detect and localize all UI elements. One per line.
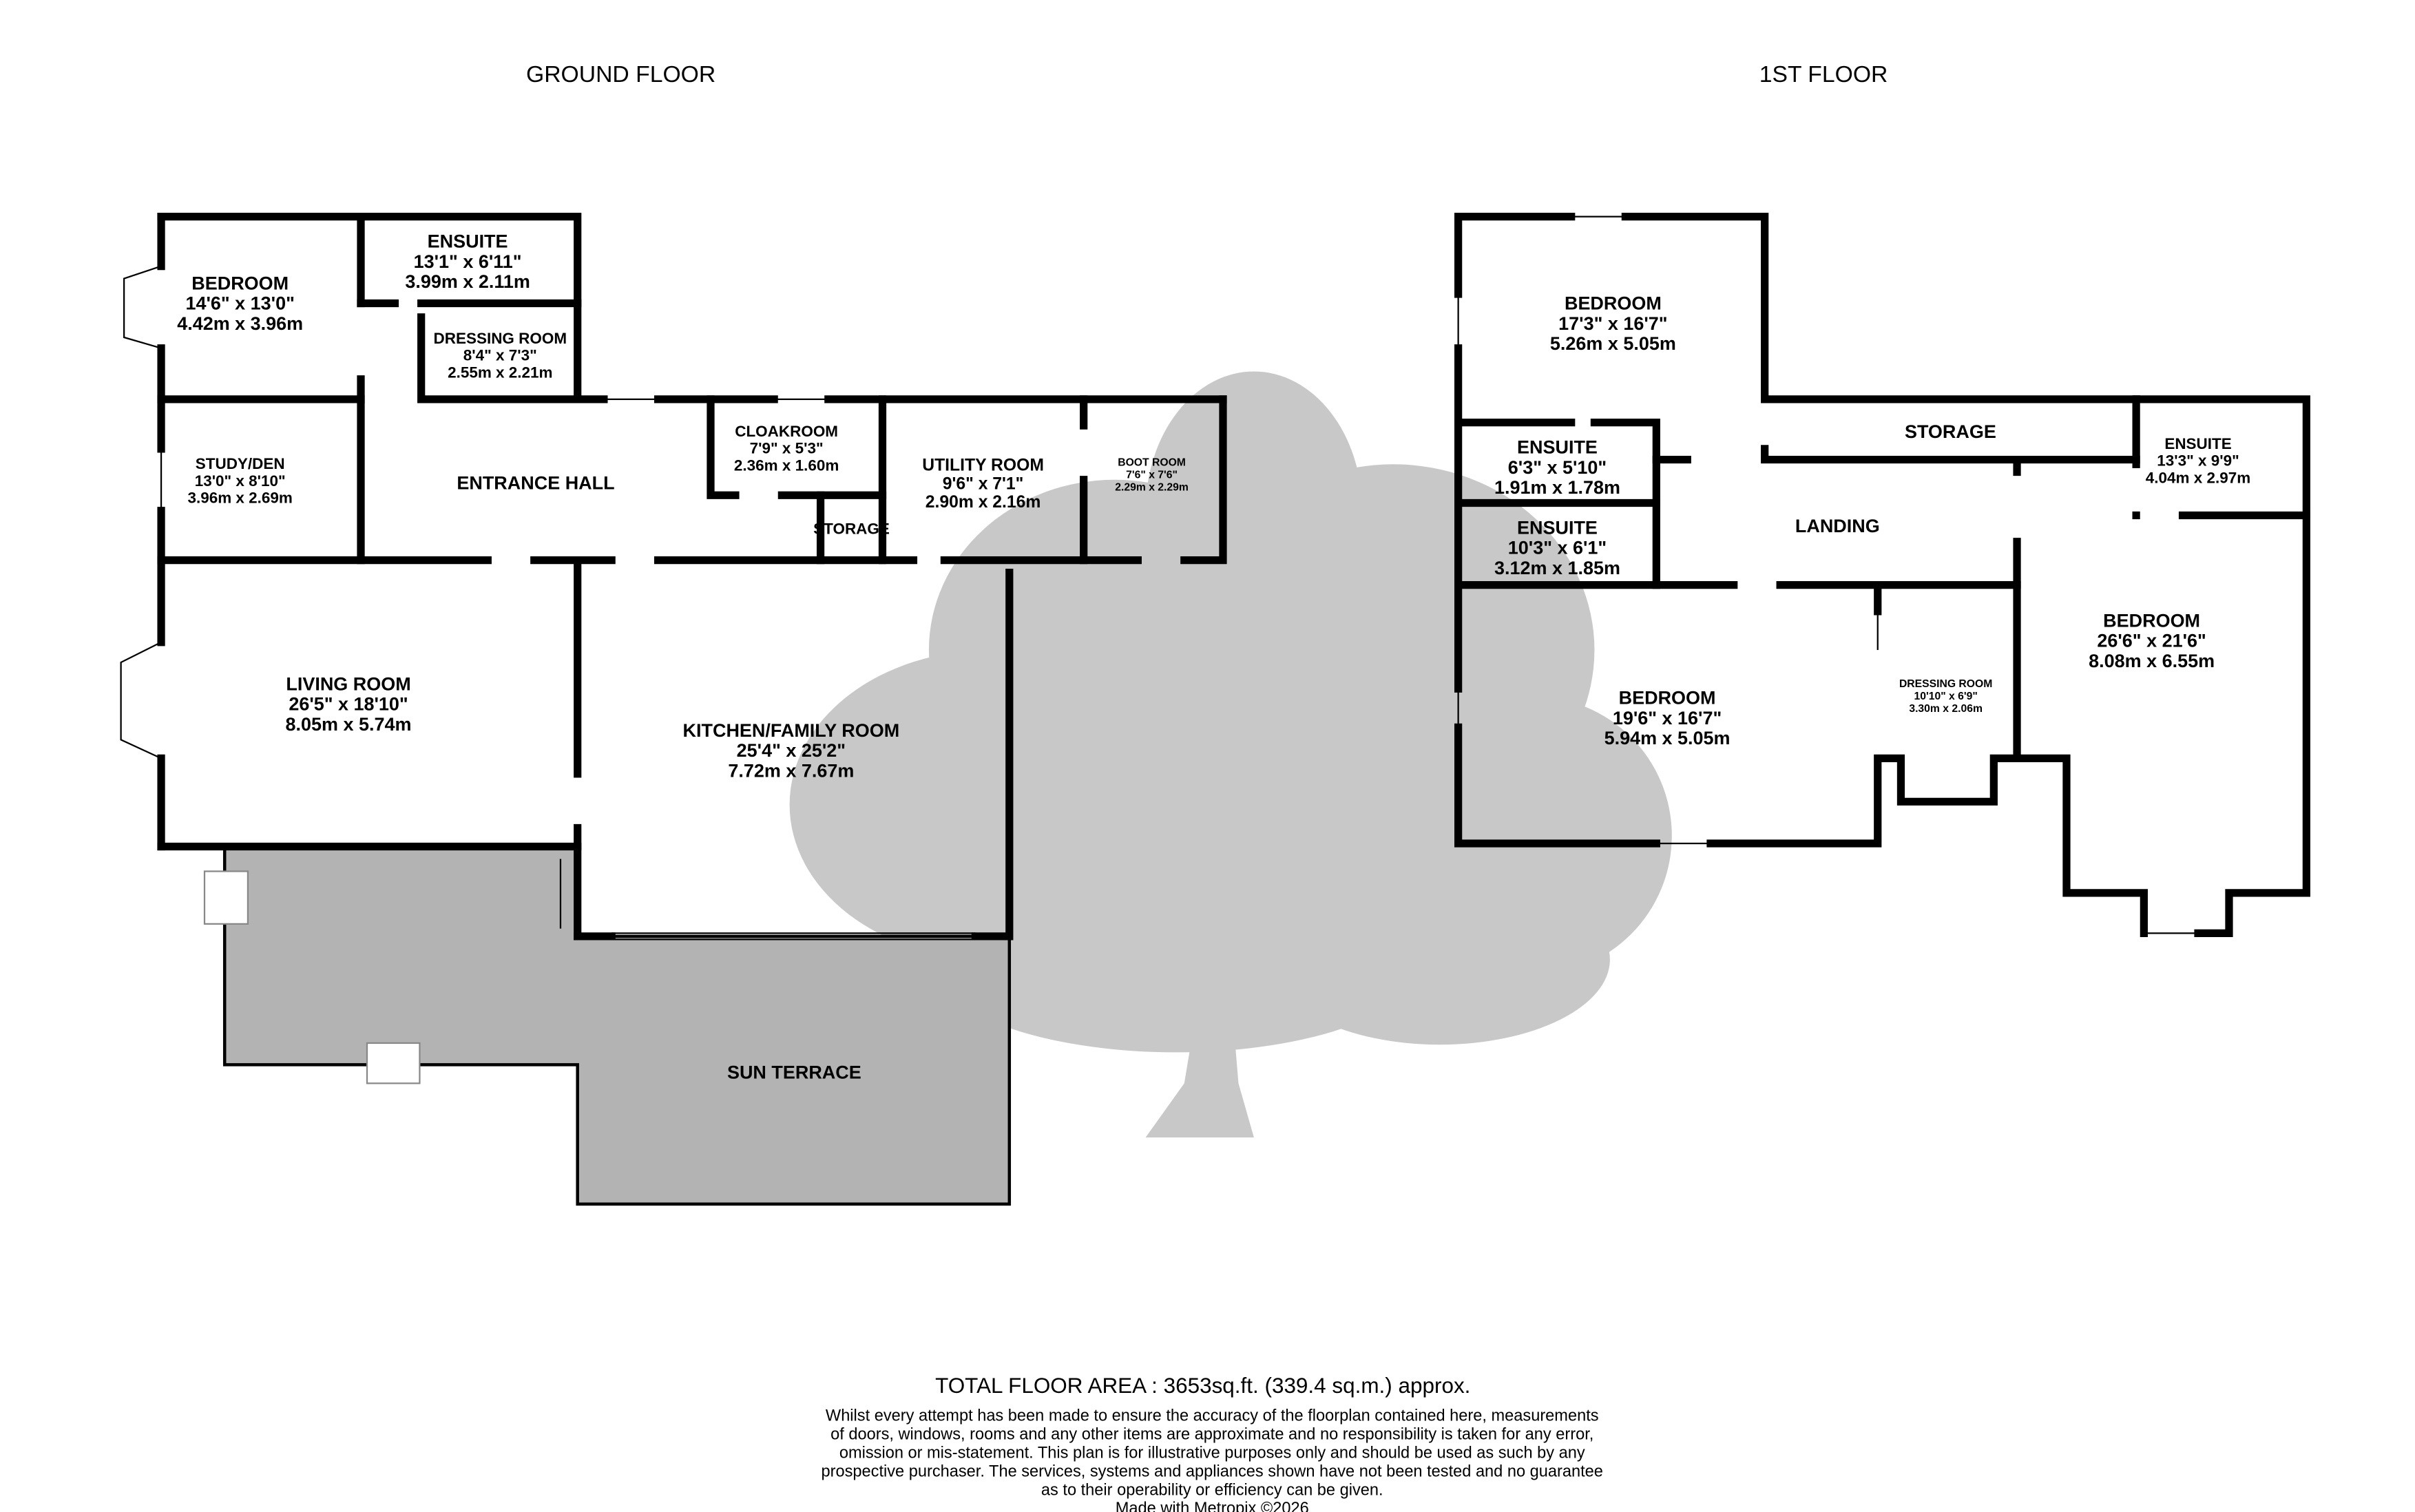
room-imperial: 9'6" x 7'1": [943, 474, 1024, 493]
room-metric: 2.90m x 2.16m: [926, 493, 1041, 512]
ground-windows: [120, 265, 1010, 941]
room-imperial: 25'4" x 25'2": [737, 740, 846, 761]
room-metric: 2.55m x 2.21m: [448, 364, 552, 381]
room-imperial: 13'0" x 8'10": [195, 472, 286, 490]
room-name: LIVING ROOM: [286, 673, 410, 694]
room-imperial: 26'6" x 21'6": [2097, 631, 2206, 651]
room-imperial: 13'1" x 6'11": [414, 251, 522, 272]
room-name: KITCHEN/FAMILY ROOM: [683, 720, 900, 741]
steps: [203, 870, 249, 925]
room-name: STORAGE: [813, 520, 890, 537]
room-imperial: 13'3" x 9'9": [2157, 452, 2239, 470]
room-imperial: 26'5" x 18'10": [289, 694, 408, 715]
room-name: BOOT ROOM: [1118, 457, 1186, 469]
room-name: STUDY/DEN: [196, 455, 285, 472]
room-name: BEDROOM: [191, 273, 289, 293]
room-metric: 5.94m x 5.05m: [1604, 728, 1731, 748]
room-metric: 2.36m x 1.60m: [734, 456, 839, 474]
disclaimer-line: Whilst every attempt has been made to en…: [826, 1407, 1599, 1425]
tree-watermark: [789, 371, 1672, 1138]
room-imperial: 10'3" x 6'1": [1508, 538, 1607, 558]
room-imperial: 10'10" x 6'9": [1914, 691, 1977, 702]
room-name: ENSUITE: [1517, 517, 1598, 538]
room-metric: 4.42m x 3.96m: [177, 313, 303, 334]
room-metric: 5.26m x 5.05m: [1550, 333, 1676, 354]
disclaimer-line: prospective purchaser. The services, sys…: [822, 1462, 1603, 1480]
room-imperial: 19'6" x 16'7": [1613, 708, 1722, 728]
room-metric: 7.72m x 7.67m: [728, 760, 854, 781]
first-floor-title: 1ST FLOOR: [1759, 61, 1888, 87]
room-metric: 3.30m x 2.06m: [1909, 703, 1983, 715]
room-name: STORAGE: [1905, 421, 1996, 442]
room-name: ENTRANCE HALL: [457, 472, 614, 493]
ground-floor-title: GROUND FLOOR: [526, 61, 715, 87]
first-floor-walls: [1454, 213, 2310, 937]
room-name: UTILITY ROOM: [922, 456, 1044, 474]
credit: Made with Metropix ©2026: [1116, 1500, 1309, 1512]
room-metric: 8.08m x 6.55m: [2089, 651, 2215, 671]
room-name: ENSUITE: [1517, 437, 1598, 458]
room-imperial: 7'6" x 7'6": [1126, 470, 1178, 481]
room-name: CLOAKROOM: [735, 423, 838, 440]
first-windows: [1457, 216, 2199, 934]
room-name: DRESSING ROOM: [1899, 678, 1992, 690]
room-name: DRESSING ROOM: [434, 330, 567, 347]
room-imperial: 7'9" x 5'3": [750, 440, 824, 457]
room-name: ENSUITE: [2164, 435, 2231, 452]
room-imperial: 17'3" x 16'7": [1558, 313, 1667, 334]
steps: [366, 1042, 421, 1084]
room-metric: 1.91m x 1.78m: [1494, 477, 1620, 498]
room-metric: 3.12m x 1.85m: [1494, 558, 1620, 578]
room-metric: 3.99m x 2.11m: [405, 271, 530, 292]
room-name: ENSUITE: [428, 231, 508, 252]
room-metric: 8.05m x 5.74m: [286, 714, 412, 735]
room-name: BEDROOM: [1565, 293, 1662, 314]
room-name: BEDROOM: [1619, 688, 1716, 708]
room-name: LANDING: [1795, 516, 1880, 536]
room-name: SUN TERRACE: [727, 1062, 861, 1083]
disclaimer-line: as to their operability or efficiency ca…: [1041, 1481, 1383, 1499]
room-metric: 3.96m x 2.69m: [187, 490, 292, 507]
room-metric: 2.29m x 2.29m: [1115, 482, 1189, 494]
room-imperial: 6'3" x 5'10": [1508, 457, 1607, 478]
room-imperial: 14'6" x 13'0": [185, 293, 294, 314]
room-name: BEDROOM: [2103, 610, 2200, 631]
room-metric: 4.04m x 2.97m: [2146, 469, 2250, 486]
room-imperial: 8'4" x 7'3": [463, 347, 537, 364]
total-floor-area: TOTAL FLOOR AREA : 3653sq.ft. (339.4 sq.…: [935, 1374, 1470, 1398]
disclaimer-line: omission or mis-statement. This plan is …: [839, 1444, 1585, 1462]
disclaimer-line: of doors, windows, rooms and any other i…: [830, 1425, 1593, 1443]
